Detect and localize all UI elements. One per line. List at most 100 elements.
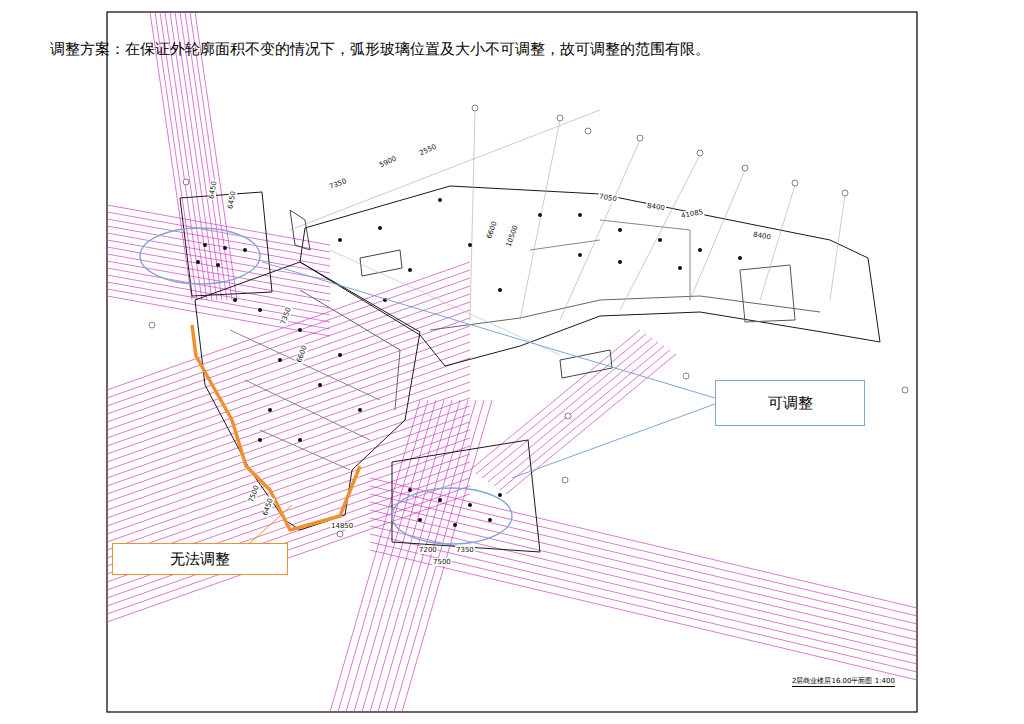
grid-line — [370, 486, 917, 616]
grid-line — [107, 398, 470, 526]
drawing-caption: 2层商业楼层16.00平面图 1:400 — [792, 676, 895, 687]
column-dot — [538, 213, 542, 217]
grid-line-bundles — [107, 12, 917, 712]
column-dot — [698, 248, 702, 252]
column-dot — [243, 248, 247, 252]
column-dot — [488, 518, 492, 522]
leader-line — [262, 262, 715, 398]
grid-line — [107, 302, 470, 430]
grid-line — [488, 342, 658, 482]
column-dot — [196, 260, 200, 264]
column-dot — [268, 408, 272, 412]
grid-line — [107, 318, 470, 446]
dimension-label: 7050 — [597, 192, 618, 203]
grid-line — [107, 262, 470, 390]
columns — [196, 198, 742, 527]
grid-line — [370, 494, 917, 624]
grid-line — [107, 478, 470, 606]
grid-line — [370, 534, 917, 664]
dimension-label: 6600 — [485, 219, 499, 240]
column-dot — [408, 268, 412, 272]
column-dot — [278, 358, 282, 362]
column-dot — [298, 438, 302, 442]
grid-line — [107, 350, 470, 478]
leader-line — [250, 505, 292, 543]
column-dot — [378, 226, 382, 230]
grid-line — [107, 326, 470, 454]
column-dot — [233, 298, 237, 302]
column-dot — [358, 408, 362, 412]
column-dot — [318, 383, 322, 387]
grid-line — [370, 510, 917, 640]
dimension-label: 7350 — [455, 546, 475, 554]
dimension-label: 2550 — [417, 142, 438, 158]
dimension-label: 41085 — [679, 208, 704, 220]
column-dot — [338, 238, 342, 242]
grid-line — [338, 400, 428, 712]
grid-line — [107, 342, 470, 470]
column-dot — [578, 213, 582, 217]
column-dot — [658, 238, 662, 242]
column-dot — [438, 198, 442, 202]
grid-line — [346, 400, 436, 712]
column-dot — [298, 328, 302, 332]
grid-line — [370, 550, 917, 680]
grid-line — [370, 518, 917, 648]
grid-line — [107, 366, 470, 494]
column-dot — [203, 243, 207, 247]
column-dot — [468, 243, 472, 247]
dimension-label: 14850 — [330, 522, 354, 530]
column-dot — [578, 253, 582, 257]
grid-line — [107, 470, 470, 598]
column-dot — [216, 263, 220, 267]
grid-line — [500, 350, 670, 490]
column-dot — [438, 498, 442, 502]
column-dot — [498, 493, 502, 497]
drawing-frame — [107, 12, 917, 712]
column-dot — [258, 308, 262, 312]
grid-line — [370, 542, 917, 672]
column-dot — [498, 288, 502, 292]
column-dot — [738, 256, 742, 260]
grid-line — [107, 358, 470, 486]
fixed-facade-line — [192, 325, 360, 530]
grid-line — [107, 454, 470, 582]
column-dot — [678, 266, 682, 270]
building-outline — [180, 186, 880, 552]
grid-line — [370, 400, 460, 712]
dimension-label: 8400 — [751, 230, 772, 241]
column-dot — [453, 523, 457, 527]
grid-line — [402, 400, 492, 712]
grid-line — [107, 286, 470, 414]
column-dot — [468, 503, 472, 507]
column-dot — [408, 488, 412, 492]
dimension-label: 5900 — [377, 154, 398, 170]
column-dot — [618, 260, 622, 264]
dimension-label: 8400 — [646, 202, 667, 213]
column-dot — [223, 246, 227, 250]
title-note: 调整方案：在保证外轮廓面积不变的情况下，弧形玻璃位置及大小不可调整，故可调整的范… — [50, 40, 710, 59]
grid-line — [482, 338, 652, 478]
dimension-label: 7500 — [432, 558, 452, 566]
grid-line — [370, 478, 917, 608]
column-dot — [258, 438, 262, 442]
axis-bubbles — [149, 105, 908, 537]
adjustable-zone — [392, 488, 512, 544]
column-dot — [418, 518, 422, 522]
grid-line — [476, 334, 646, 474]
grid-line — [107, 494, 470, 622]
callout-box: 可调整 — [715, 380, 865, 426]
grid-line — [378, 400, 468, 712]
grid-line — [370, 526, 917, 656]
dimension-label: 7350 — [327, 177, 348, 191]
grid-line — [107, 296, 330, 336]
axis-lines — [290, 110, 845, 355]
callout-text: 可调整 — [768, 394, 813, 413]
grid-line — [107, 374, 470, 502]
leader-line — [512, 404, 715, 478]
grid-line — [370, 502, 917, 632]
grid-line — [354, 400, 444, 712]
dimension-label: 7500 — [247, 483, 261, 504]
callout-box: 无法调整 — [112, 543, 288, 575]
